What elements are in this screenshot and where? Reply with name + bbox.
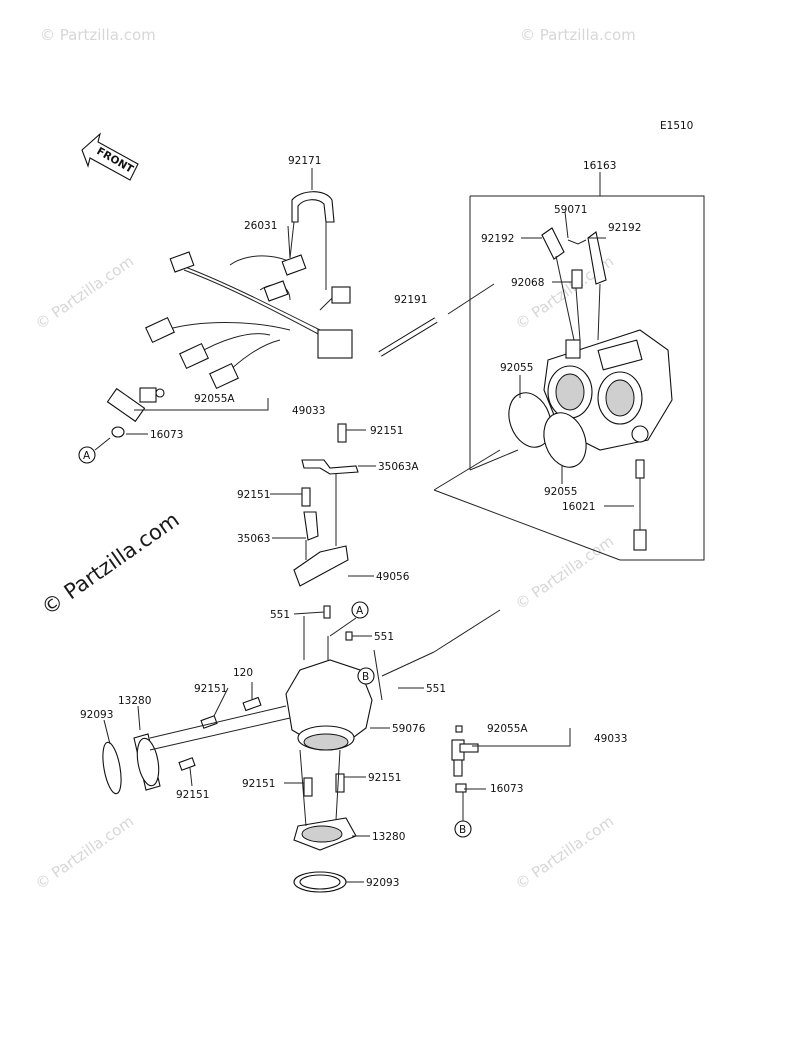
bracket-assembly: [293, 423, 359, 641]
callout-a-housing: [351, 601, 369, 619]
label-59071: 59071: [554, 204, 587, 216]
label-49056: 49056: [376, 571, 410, 583]
callout-a-housing-label: A: [356, 605, 364, 617]
watermark-2: © Partzilla.com: [520, 26, 636, 44]
label-120: 120: [233, 667, 253, 679]
label-92055A-top: 92055A: [194, 393, 235, 405]
label-16163: 16163: [583, 160, 616, 172]
label-92055-top: 92055: [500, 362, 533, 374]
callout-b-housing-label: B: [362, 671, 369, 683]
diagram-code: E1510: [660, 120, 693, 132]
label-551-b: 551: [374, 631, 394, 643]
watermark-6: © Partzilla.com: [32, 812, 137, 893]
label-16021: 16021: [562, 501, 595, 513]
left-flange: [102, 705, 291, 795]
watermark-3: © Partzilla.com: [32, 252, 137, 333]
watermark-7: © Partzilla.com: [512, 812, 617, 893]
label-92151-b: 92151: [237, 489, 270, 501]
throttle-housing: [242, 609, 501, 751]
watermark-5: © Partzilla.com: [512, 532, 617, 613]
watermark-1: © Partzilla.com: [40, 26, 156, 44]
callout-b-housing: [357, 667, 375, 685]
label-59076: 59076: [392, 723, 426, 735]
label-92055-bottom: 92055: [544, 486, 577, 498]
label-551-a: 551: [270, 609, 290, 621]
label-16073-bottom: 16073: [490, 783, 523, 795]
label-92151-a: 92151: [370, 425, 403, 437]
label-92192-right: 92192: [608, 222, 641, 234]
label-92151-f: 92151: [368, 772, 401, 784]
label-13280-left: 13280: [118, 695, 151, 707]
bottom-gaskets: [293, 749, 357, 893]
label-92151-e: 92151: [242, 778, 275, 790]
tube-92191: [378, 283, 495, 357]
label-92151-c: 92151: [194, 683, 227, 695]
watermark-main: © Partzilla.com: [37, 507, 184, 620]
throttle-body-assembly-box: [433, 172, 705, 561]
label-49033-top: 49033: [292, 405, 325, 417]
label-551-c: 551: [426, 683, 446, 695]
label-35063: 35063: [237, 533, 270, 545]
label-92055A-bottom: 92055A: [487, 723, 528, 735]
label-35063A: 35063A: [378, 461, 419, 473]
front-arrow-icon: FRONT: [81, 132, 139, 181]
clamp-92171: [289, 168, 335, 290]
label-92192-left: 92192: [481, 233, 514, 245]
label-92151-d: 92151: [176, 789, 209, 801]
sensor-16021: [633, 459, 647, 551]
callout-a-top: [78, 446, 96, 464]
label-16073-top: 16073: [150, 429, 183, 441]
label-92191: 92191: [394, 294, 427, 306]
callout-a-top-label: A: [83, 450, 91, 462]
callout-b-bottom-label: B: [459, 824, 466, 836]
label-49033-bottom: 49033: [594, 733, 627, 745]
label-92093-bottom: 92093: [366, 877, 399, 889]
injector-bottom: [451, 725, 571, 793]
label-92093-left: 92093: [80, 709, 113, 721]
callouts: A A B B: [78, 437, 472, 838]
label-92068: 92068: [511, 277, 544, 289]
label-26031: 26031: [244, 220, 277, 232]
leader-lines: [103, 211, 634, 883]
o-ring-right: [543, 412, 587, 468]
label-92171: 92171: [288, 155, 321, 167]
part-labels: 92171 26031 16163 59071 92192 92192 9206…: [80, 155, 641, 889]
vacuum-hoses: [541, 227, 607, 341]
injector-top: [106, 387, 269, 438]
wiring-harness: [145, 251, 353, 390]
label-13280-bottom: 13280: [372, 831, 405, 843]
